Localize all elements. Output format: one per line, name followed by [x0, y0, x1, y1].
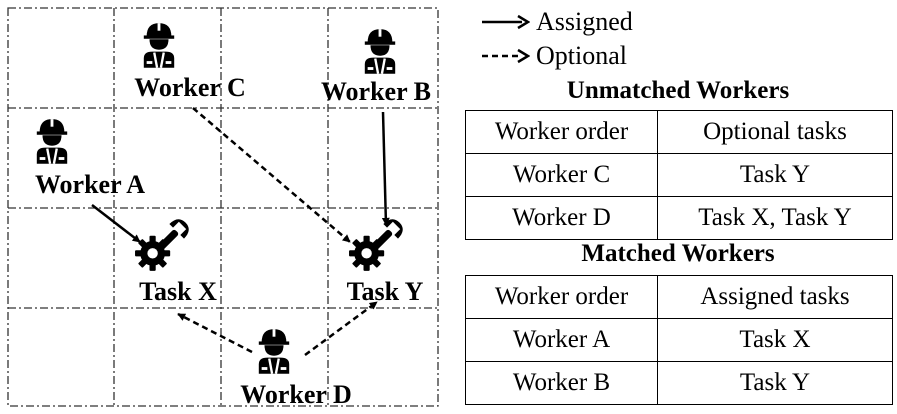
legend-assigned-label: Assigned [536, 7, 633, 36]
table-cell: Task X [657, 318, 893, 362]
unmatched-title: Unmatched Workers [566, 77, 790, 104]
legend-optional-label: Optional [536, 41, 627, 70]
table-row: Worker C Task Y [465, 153, 893, 197]
optional-arrow-d-to-x [177, 312, 253, 354]
table-cell: Task Y [657, 153, 893, 197]
table-cell: Task Y [657, 361, 893, 405]
worker-b-icon [363, 27, 397, 74]
connection-arrows [91, 107, 390, 357]
table-cell: Worker C [465, 153, 658, 197]
worker-d-icon [257, 327, 291, 374]
task-x-label: Task X [139, 277, 217, 306]
table-row: Worker B Task Y [465, 361, 893, 405]
solid-arrow-icon [482, 14, 530, 30]
dashed-arrow-icon [482, 48, 530, 64]
table-cell: Task X, Task Y [657, 196, 893, 240]
legend-optional: Optional [480, 39, 627, 73]
worker-a-icon [35, 117, 69, 164]
optional-arrow-c-to-y [192, 107, 351, 243]
worker-d-label: Worker D [240, 380, 351, 409]
task-map: Worker C Worker B Worker A Task X Task Y… [7, 7, 439, 409]
table-header-row: Worker order Assigned tasks [465, 275, 893, 319]
worker-c-label: Worker C [134, 73, 245, 102]
worker-c-icon [142, 21, 176, 68]
matched-title: Matched Workers [581, 240, 775, 267]
legend-assigned: Assigned [480, 5, 633, 39]
table-cell: Worker B [465, 361, 658, 405]
task-x-icon [135, 215, 193, 271]
table-cell: Worker D [465, 196, 658, 240]
header-cell: Assigned tasks [657, 275, 893, 319]
assigned-arrow-b-to-y [381, 111, 390, 226]
header-cell: Worker order [465, 275, 658, 319]
grid [7, 7, 439, 407]
assigned-arrow-a-to-x [91, 204, 141, 243]
matched-table: Worker order Assigned tasks Worker A Tas… [465, 275, 893, 405]
optional-arrow-d-to-y [304, 300, 378, 357]
header-cell: Worker order [465, 110, 658, 154]
table-header-row: Worker order Optional tasks [465, 110, 893, 154]
table-cell: Worker A [465, 318, 658, 362]
worker-a-label: Worker A [35, 170, 145, 199]
task-y-icon [349, 215, 407, 271]
task-y-label: Task Y [347, 277, 424, 306]
unmatched-table: Worker order Optional tasks Worker C Tas… [465, 110, 893, 240]
table-row: Worker A Task X [465, 318, 893, 362]
worker-b-label: Worker B [321, 77, 431, 106]
header-cell: Optional tasks [657, 110, 893, 154]
table-row: Worker D Task X, Task Y [465, 196, 893, 240]
